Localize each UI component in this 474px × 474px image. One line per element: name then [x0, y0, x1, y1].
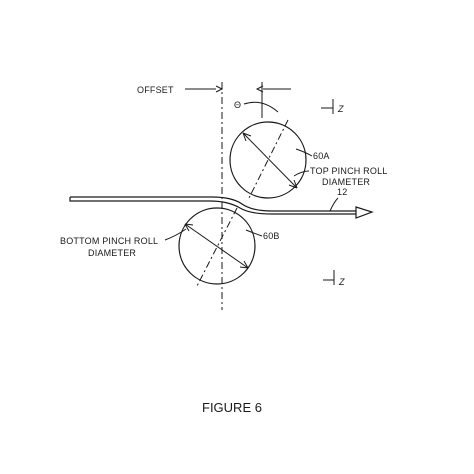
- bottom-roll-diameter-line: [184, 223, 249, 269]
- bottom-roll-diameter-arrow-a: [184, 223, 194, 232]
- top-roll-ref-leader: [295, 148, 313, 157]
- figure-caption: FIGURE 6: [202, 400, 262, 415]
- section-mark-top-label: Z: [337, 104, 344, 114]
- bottom-diameter-leader: [164, 228, 187, 241]
- top-diameter-leader: [293, 170, 310, 177]
- bottom-pinch-roll: [178, 207, 256, 285]
- top-diameter-label-line1: TOP PINCH ROLL: [310, 166, 388, 176]
- strip-upper-edge: [70, 196, 356, 212]
- bottom-roll-ref-label: 60B: [263, 231, 280, 241]
- offset-arrow-left: [215, 85, 224, 93]
- offset-label: OFFSET: [137, 85, 174, 95]
- bottom-roll-diameter-arrow-b: [239, 260, 249, 269]
- theta-arc: [243, 101, 279, 113]
- bottom-diameter-label-line2: DIAMETER: [88, 248, 136, 258]
- section-mark-bottom-label: Z: [338, 277, 345, 287]
- bottom-roll-ref-leader: [245, 229, 263, 237]
- bottom-roll-axis-line: [195, 207, 238, 289]
- top-roll-ref-label: 60A: [313, 151, 330, 161]
- top-roll-axis-line: [247, 119, 289, 201]
- theta-label: Θ: [234, 100, 241, 110]
- top-pinch-roll: [229, 121, 307, 199]
- offset-arrow-right: [255, 85, 264, 93]
- top-roll-diameter-arrow-b: [288, 179, 298, 189]
- strip-ref-label: 12: [337, 187, 347, 197]
- bottom-diameter-label-line1: BOTTOM PINCH ROLL: [60, 236, 158, 246]
- top-diameter-label-line2: DIAMETER: [322, 177, 370, 187]
- strip-ref-leader: [329, 197, 339, 212]
- top-roll-diameter-line: [242, 132, 298, 189]
- strip-direction-arrow: [355, 206, 374, 219]
- strip-lower-edge: [69, 197, 356, 215]
- top-roll-diameter-arrow-a: [242, 132, 252, 142]
